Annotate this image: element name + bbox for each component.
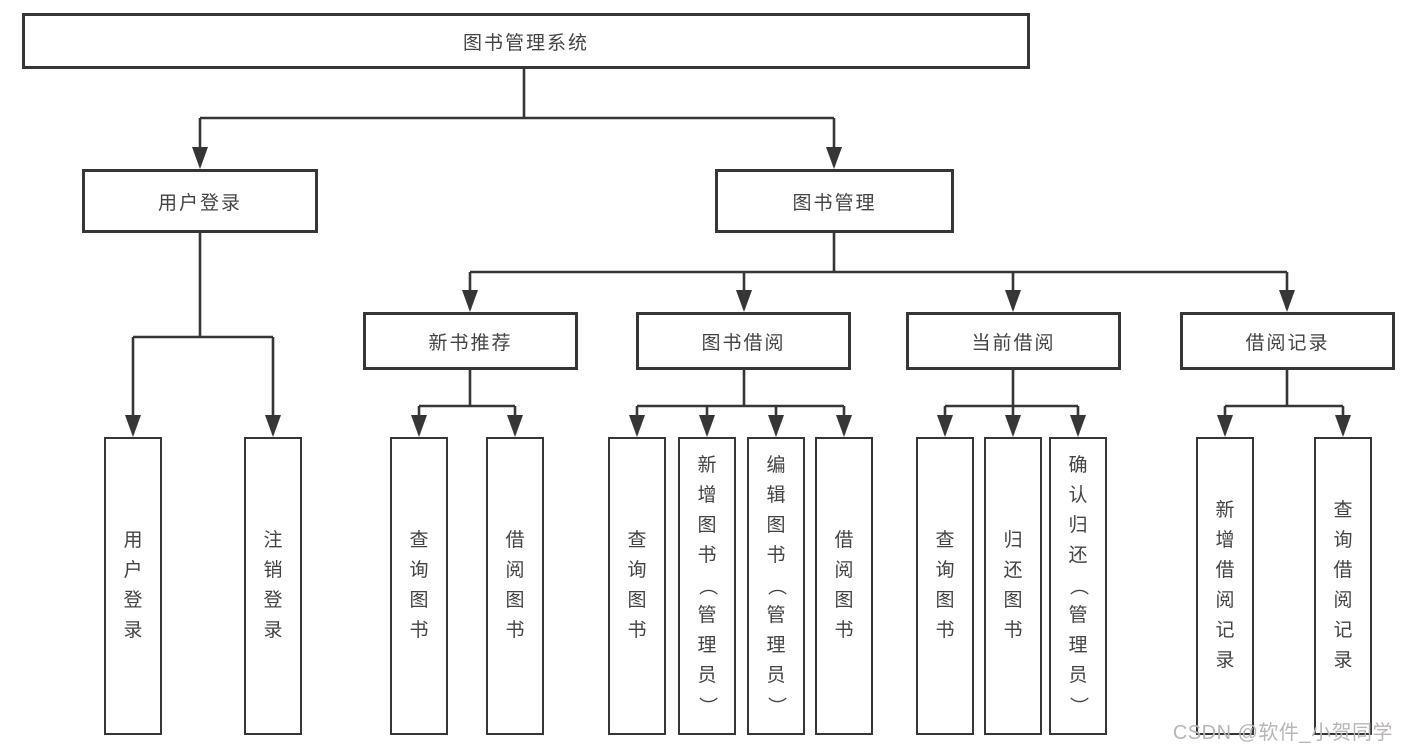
node-label: 图书借阅 (701, 332, 786, 354)
node-label: 新增借阅记录 (1215, 500, 1235, 671)
arrow-down-icon (629, 415, 645, 437)
arrow-down-icon (768, 415, 784, 437)
node-label: 归还图书 (1003, 530, 1023, 641)
watermark: CSDN @软件_小贺同学 (1172, 722, 1393, 744)
node-label: 编辑图书（管理员） (765, 455, 787, 716)
node-label: 借阅图书 (505, 530, 525, 641)
node-label: 新书推荐 (428, 332, 513, 354)
leaf-add-books-admin: 新增图书（管理员） (678, 437, 736, 735)
arrow-down-icon (1335, 415, 1351, 437)
arrow-down-icon (192, 147, 208, 169)
leaf-user-login: 用户登录 (104, 437, 162, 735)
arrow-down-icon (265, 415, 281, 437)
leaf-borrow-books-recommend: 借阅图书 (486, 437, 544, 735)
leaf-edit-books-admin: 编辑图书（管理员） (747, 437, 805, 735)
node-label: 用户登录 (157, 192, 242, 214)
arrow-down-icons (125, 147, 1351, 437)
arrow-down-icon (1005, 415, 1021, 437)
node-label: 用户登录 (123, 530, 143, 641)
node-label: 当前借阅 (971, 332, 1056, 354)
node-book-management: 图书管理 (715, 169, 954, 233)
connector-book-mgmt-to-level3 (468, 233, 1289, 309)
node-label: 图书管理系统 (462, 32, 589, 54)
leaf-query-books-current: 查询图书 (916, 437, 974, 735)
arrow-down-icon (826, 147, 842, 169)
arrow-down-icon (836, 415, 852, 437)
leaf-borrow-books-borrowing: 借阅图书 (815, 437, 873, 735)
arrow-down-icon (507, 415, 523, 437)
arrow-down-icon (937, 415, 953, 437)
node-new-book-recommendation: 新书推荐 (363, 312, 578, 370)
leaf-return-books: 归还图书 (984, 437, 1042, 735)
node-label: 查询图书 (409, 530, 429, 641)
connector-root-to-level2 (198, 69, 836, 166)
arrow-down-icon (1005, 290, 1021, 312)
leaf-query-books-recommend: 查询图书 (390, 437, 448, 735)
arrow-down-icon (125, 415, 141, 437)
node-book-borrowing: 图书借阅 (636, 312, 851, 370)
leaf-query-borrow-record: 查询借阅记录 (1314, 437, 1372, 735)
node-library-management-system: 图书管理系统 (22, 13, 1030, 69)
node-label: 借阅记录 (1245, 332, 1330, 354)
node-borrowing-records: 借阅记录 (1180, 312, 1395, 370)
arrow-down-icon (1279, 290, 1295, 312)
connector-borrow-records-to-leaves (1223, 370, 1345, 434)
leaf-logout: 注销登录 (244, 437, 302, 735)
node-user-login: 用户登录 (82, 169, 318, 233)
node-label: 查询图书 (627, 530, 647, 641)
node-label: 注销登录 (263, 530, 283, 641)
arrow-down-icon (462, 290, 478, 312)
node-current-borrowing: 当前借阅 (906, 312, 1121, 370)
leaf-confirm-return-admin: 确认归还（管理员） (1049, 437, 1107, 735)
arrow-down-icon (1217, 415, 1233, 437)
connector-user-login-to-leaves (131, 233, 275, 434)
leaf-add-borrow-record: 新增借阅记录 (1196, 437, 1254, 735)
connector-new-book-to-leaves (417, 370, 517, 434)
node-label: 借阅图书 (834, 530, 854, 641)
leaf-query-books-borrowing: 查询图书 (608, 437, 666, 735)
arrow-down-icon (736, 290, 752, 312)
arrow-down-icon (411, 415, 427, 437)
arrow-down-icon (1070, 415, 1086, 437)
arrow-down-icon (699, 415, 715, 437)
node-label: 新增图书（管理员） (696, 455, 718, 716)
connector-book-borrow-to-leaves (635, 370, 846, 434)
node-label: 确认归还（管理员） (1067, 455, 1089, 716)
node-label: 查询借阅记录 (1333, 500, 1353, 671)
node-label: 图书管理 (792, 192, 877, 214)
node-label: 查询图书 (935, 530, 955, 641)
